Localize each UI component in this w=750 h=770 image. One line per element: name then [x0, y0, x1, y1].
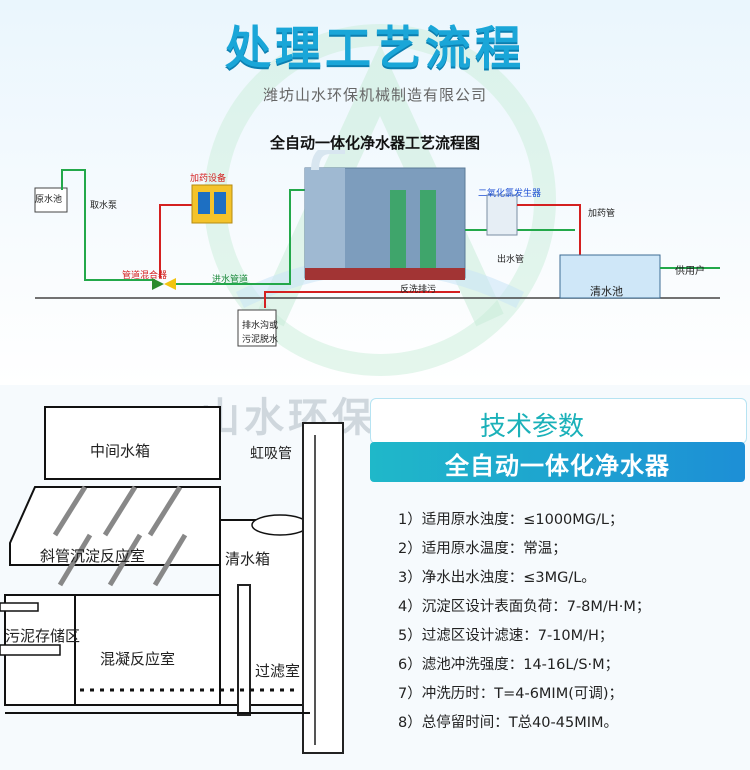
- params-list: 1）适用原水浊度：≤1000MG/L； 2）适用原水温度：常温； 3）净水出水浊…: [398, 506, 743, 738]
- dosing-pipe: [517, 204, 581, 255]
- intake-pump-label: 取水泵: [90, 201, 118, 211]
- intake-pipe: [61, 169, 155, 281]
- filter-outer: [219, 519, 311, 706]
- param-item: 3）净水出水浊度：≤3MG/L。: [398, 570, 596, 586]
- user-label: 供用户: [675, 266, 705, 277]
- inlet-pipe-label: 进水管道: [212, 275, 249, 285]
- inclined-tube-label: 斜管沉淀反应室: [40, 547, 146, 565]
- dosing-pipe-label: 加药管: [588, 209, 616, 219]
- drain-label: 排水沟或: [242, 321, 279, 331]
- tech-params-bar: [370, 442, 745, 482]
- flow-diagram-title: 全自动一体化净水器工艺流程图: [269, 134, 480, 152]
- siphon-label: 虹吸管: [250, 446, 292, 462]
- tech-params-header: [370, 398, 747, 444]
- backwash-label: 反洗排污: [400, 285, 437, 295]
- param-item: 7）冲洗历时：T=4-6MIM(可调)；: [398, 686, 624, 702]
- drain-pit: [237, 309, 277, 347]
- param-item: 1）适用原水浊度：≤1000MG/L；: [398, 512, 624, 528]
- chlorine-generator-label: 二氧化氯发生器: [478, 189, 542, 199]
- tank-section-diagram: [0, 406, 344, 754]
- raw-water-pool: [34, 187, 68, 213]
- chlorine-generator: [486, 194, 518, 236]
- param-item: 6）滤池冲洗强度：14-16L/S·M；: [398, 657, 620, 673]
- sludge-storage-label: 污泥存储区: [5, 627, 81, 645]
- company-name: 潍坊山水环保机械制造有限公司: [262, 86, 487, 104]
- process-flow-diagram: [34, 150, 720, 347]
- clear-tank-label: 清水箱: [225, 550, 271, 568]
- param-item: 2）适用原水温度：常温；: [398, 541, 567, 557]
- backwash-pipe: [264, 291, 460, 308]
- tech-params-card: 技术参数 全自动一体化净水器: [370, 398, 747, 486]
- pipe-mixer: [152, 278, 164, 290]
- tech-params-subtitle: 全自动一体化净水器: [445, 452, 670, 480]
- coagulation-label: 混凝反应室: [100, 650, 176, 668]
- middle-tank: [44, 406, 221, 480]
- dosing-device-label: 加药设备: [190, 174, 227, 184]
- param-item: 4）沉淀区设计表面负荷：7-8M/H·M；: [398, 599, 651, 615]
- siphon-pipe: [302, 422, 344, 754]
- filter-pipe: [237, 584, 251, 716]
- raw-pool-label: 原水池: [35, 195, 63, 205]
- middle-tank-label: 中间水箱: [90, 442, 151, 460]
- tech-params-label: 技术参数: [480, 412, 585, 442]
- dosing-line: [159, 204, 205, 278]
- sludge-label: 污泥脱水: [242, 335, 279, 345]
- outlet-pipe-label: 出水管: [497, 255, 525, 265]
- param-item: 8）总停留时间：T总40-45MIM。: [398, 715, 619, 731]
- page-title: 处理工艺流程: [225, 21, 525, 75]
- pipe-mixer-label: 管道混合器: [122, 271, 168, 281]
- filter-label: 过滤室: [255, 662, 301, 680]
- clear-pool-label: 清水池: [590, 285, 623, 298]
- param-item: 5）过滤区设计滤速：7-10M/H；: [398, 628, 614, 644]
- clear-water-pool: [559, 254, 661, 299]
